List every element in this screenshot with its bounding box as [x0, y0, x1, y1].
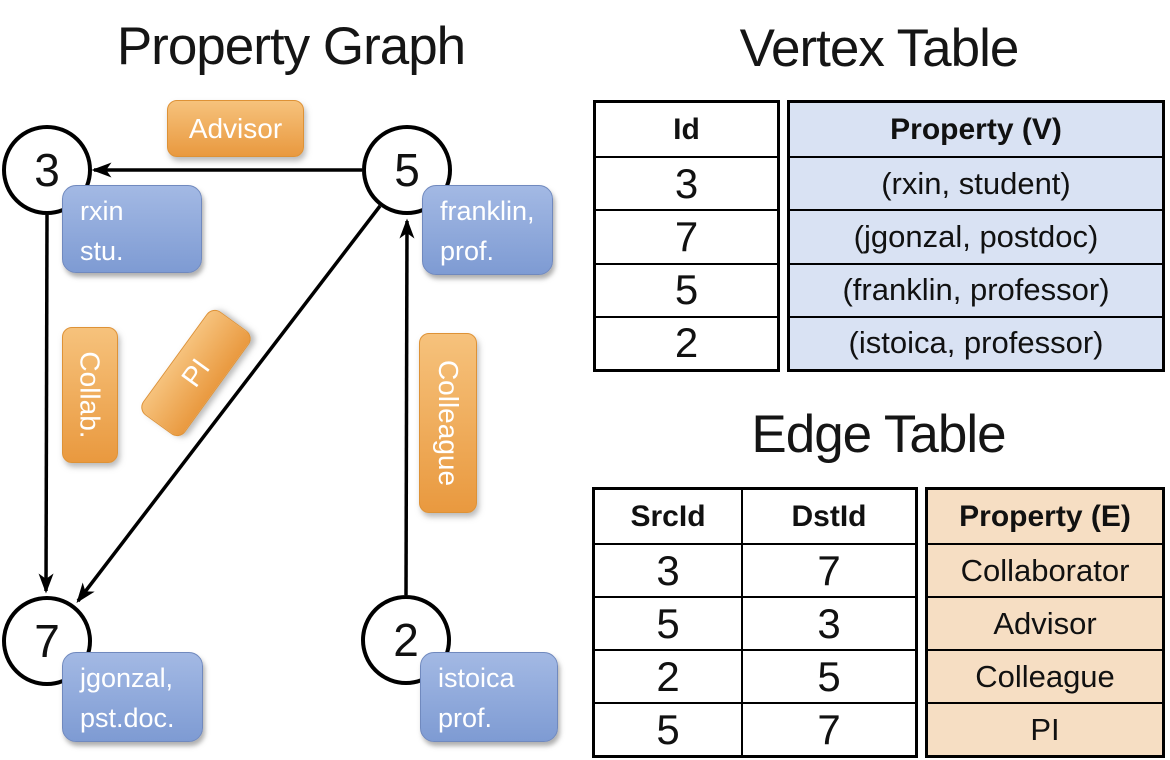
vertex-label-franklin-line2: prof. — [440, 236, 495, 266]
vertex-label-franklin: franklin, prof. — [422, 185, 553, 275]
table-cell: 2 — [595, 651, 743, 702]
table-cell: 5 — [595, 704, 743, 755]
vertex-label-rxin-line1: rxin — [80, 196, 124, 226]
table-cell: (franklin, professor) — [790, 262, 1162, 316]
vertex-label-istoica-line2: prof. — [438, 703, 493, 733]
vertex-label-jgonzal-line1: jgonzal, — [80, 663, 174, 693]
edge-table-title: Edge Table — [751, 405, 1006, 464]
edge-table-srcid-header: SrcId — [595, 490, 743, 543]
edge-label-advisor-text: Advisor — [188, 112, 283, 144]
table-cell: 5 — [595, 598, 743, 649]
edge-label-collab: Collab. — [62, 327, 118, 463]
vertex-label-franklin-line1: franklin, — [440, 196, 535, 226]
table-cell: 3 — [817, 599, 841, 647]
vertex-table-property-column: Property (V) (rxin, student) (jgonzal, p… — [787, 100, 1165, 372]
vertex-label-istoica-line1: istoica — [438, 663, 515, 693]
node-7-id: 7 — [34, 615, 60, 667]
vertex-label-istoica: istoica prof. — [420, 652, 558, 742]
edge-table-property-column: Property (E) Collaborator Advisor Collea… — [925, 487, 1165, 758]
edge-label-colleague: Colleague — [419, 333, 477, 513]
vertex-table-title: Vertex Table — [739, 19, 1020, 78]
graph-edges — [38, 162, 415, 603]
edge-table-ids-columns: SrcId DstId 3 7 5 3 2 5 5 7 — [592, 487, 918, 758]
table-cell: PI — [928, 702, 1162, 755]
edge-5-to-7 — [76, 204, 382, 603]
table-cell: 7 — [596, 209, 777, 262]
edge-label-collab-text: Collab. — [75, 351, 107, 439]
vertex-label-jgonzal: jgonzal, pst.doc. — [62, 652, 203, 742]
property-graph-title: Property Graph — [116, 17, 466, 76]
edge-label-pi-text: PI — [175, 352, 216, 393]
table-cell: (rxin, student) — [790, 156, 1162, 209]
vertex-label-rxin-line2: stu. — [80, 236, 124, 266]
table-cell: 5 — [817, 652, 841, 700]
table-cell: 7 — [817, 546, 841, 594]
table-cell: (jgonzal, postdoc) — [790, 209, 1162, 262]
node-5-id: 5 — [394, 144, 420, 196]
vertex-table-id-header: Id — [673, 112, 700, 146]
node-3-id: 3 — [34, 144, 60, 196]
table-cell: 3 — [595, 545, 743, 596]
vertex-table-property-header: Property (V) — [890, 112, 1062, 146]
table-cell: 7 — [817, 705, 841, 753]
node-2: 2 — [361, 595, 451, 685]
node-2-id: 2 — [393, 614, 419, 666]
edge-label-advisor: Advisor — [167, 100, 304, 157]
node-5: 5 — [362, 125, 452, 215]
table-cell: Collaborator — [928, 543, 1162, 596]
edge-2-to-5 — [399, 218, 415, 596]
table-cell: 2 — [596, 315, 777, 369]
table-cell: 3 — [596, 156, 777, 209]
table-cell: (istoica, professor) — [790, 315, 1162, 369]
vertex-label-rxin: rxin stu. — [62, 185, 202, 273]
edge-table-dstid-header: DstId — [791, 499, 867, 533]
edge-table-property-header: Property (E) — [959, 499, 1131, 533]
table-cell: Advisor — [928, 596, 1162, 649]
edge-3-to-7 — [38, 214, 54, 594]
vertex-table-id-column: Id 3 7 5 2 — [593, 100, 780, 372]
table-cell: 5 — [596, 262, 777, 316]
edge-label-colleague-text: Colleague — [433, 359, 465, 487]
vertex-label-jgonzal-line2: pst.doc. — [80, 703, 175, 733]
table-cell: Colleague — [928, 649, 1162, 702]
